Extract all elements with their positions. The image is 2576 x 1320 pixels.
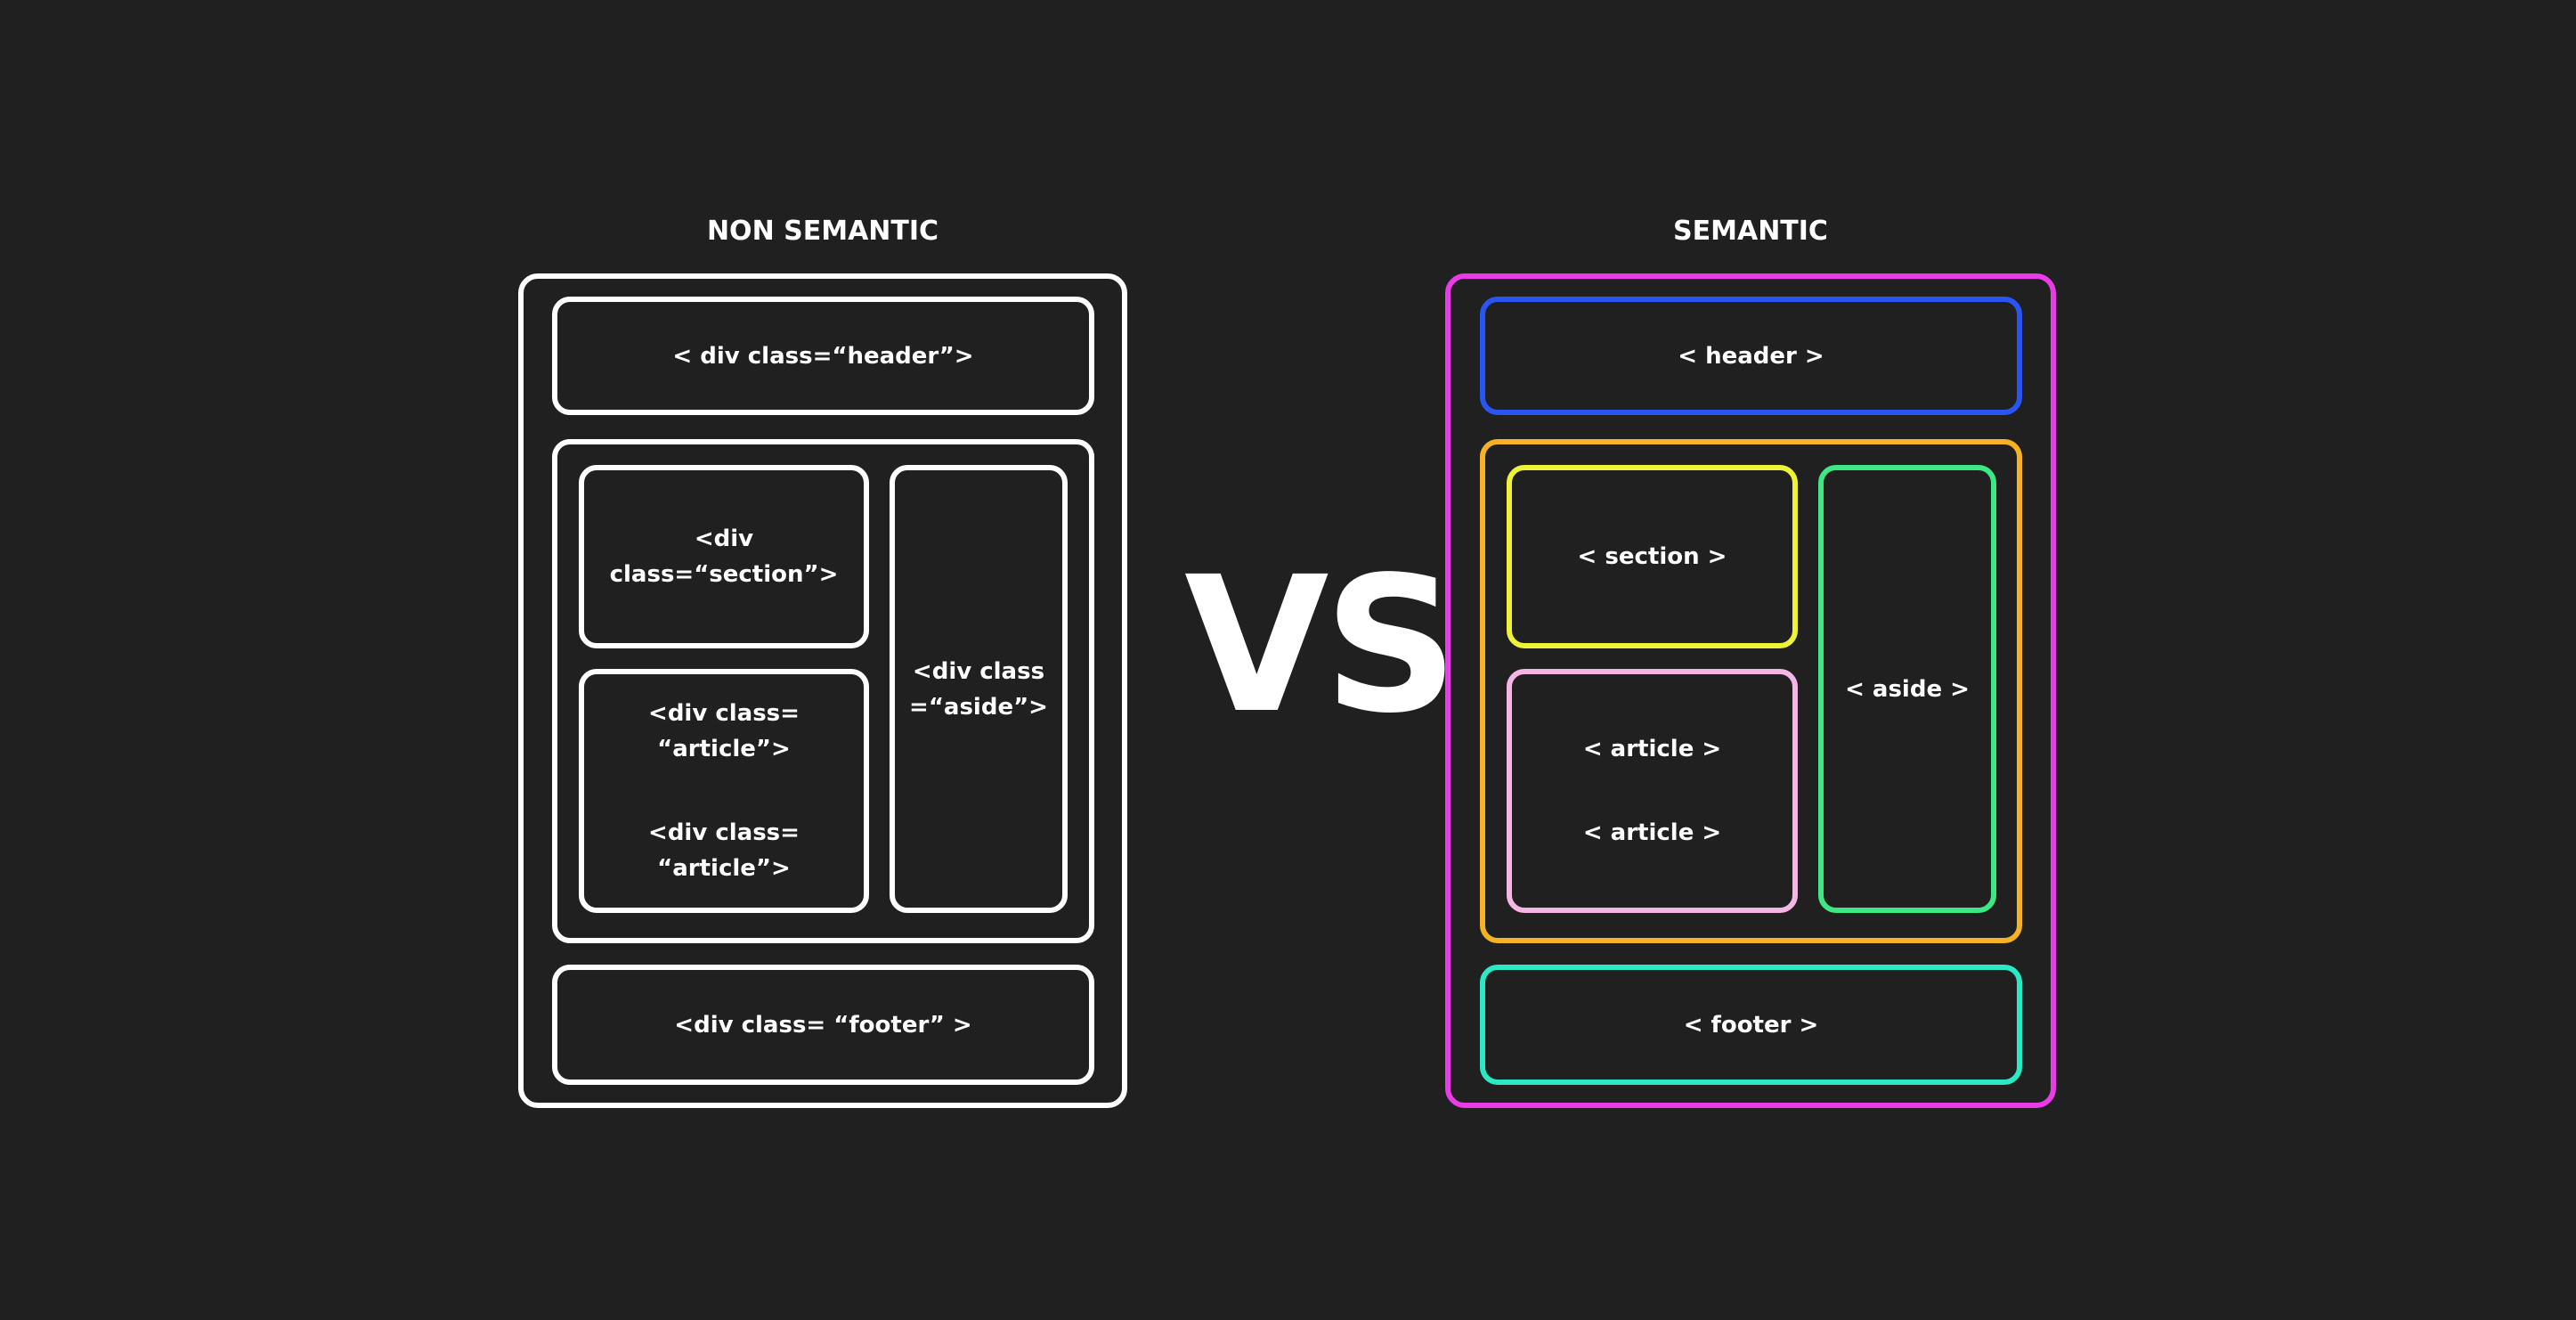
non-semantic-header-label: < div class=“header”> [672,342,974,370]
semantic-main-box [1480,439,2022,943]
non-semantic-section-label: <div class=“section”> [609,526,839,588]
semantic-section-box: < section > [1507,465,1798,648]
semantic-section-label: < section > [1577,543,1727,570]
semantic-aside-box: < aside > [1818,465,1996,913]
semantic-body-box [1445,273,2056,1108]
non-semantic-footer-box: <div class= “footer” > [552,965,1094,1085]
semantic-article-label: < article > [1582,819,1722,846]
semantic-title: SEMANTIC [1673,216,1828,247]
non-semantic-body-box [518,273,1127,1108]
non-semantic-title: NON SEMANTIC [706,216,939,247]
semantic-article-box: < article > < article > [1507,669,1798,913]
non-semantic-header-box: < div class=“header”> [552,297,1094,415]
non-semantic-aside-label: =“aside”> [909,693,1048,721]
non-semantic-aside-label: <div class [912,657,1045,685]
non-semantic-article-label: <div class= “article”> [648,819,800,882]
vs-label: VS [1184,536,1459,754]
non-semantic-article-box: <div class= “article”> <div class= “arti… [579,669,869,913]
semantic-header-label: < header > [1678,342,1824,370]
semantic-aside-label: < aside > [1845,675,1970,703]
non-semantic-aside-box: <div class =“aside”> [890,465,1068,913]
semantic-header-box: < header > [1480,297,2022,415]
non-semantic-main-box [552,439,1094,943]
semantic-article-label: < article > [1582,736,1722,762]
semantic-footer-label: < footer > [1683,1011,1819,1039]
non-semantic-footer-label: <div class= “footer” > [674,1011,972,1039]
semantic-footer-box: < footer > [1480,965,2022,1085]
non-semantic-section-box: <div class=“section”> [579,465,869,648]
non-semantic-article-label: <div class= “article”> [648,700,800,762]
